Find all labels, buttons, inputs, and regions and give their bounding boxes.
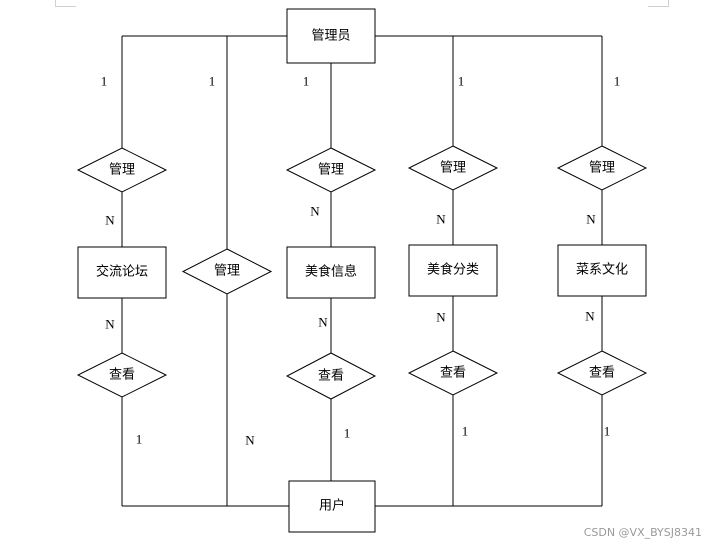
- relation-view-food-info-label: 查看: [318, 368, 344, 384]
- relation-manage-cuisine-label: 管理: [589, 161, 615, 176]
- relation-manage-food-info-label: 管理: [318, 163, 344, 178]
- entity-cuisine-label: 菜系文化: [576, 263, 628, 278]
- cardinality-label: 1: [604, 424, 611, 439]
- relation-view-food-category-diamond: [407, 350, 499, 396]
- cardinality-label: 1: [462, 424, 469, 439]
- entity-food-category-label: 美食分类: [427, 262, 479, 278]
- relation-view-cuisine-label: 查看: [589, 365, 615, 381]
- entity-cuisine-box: [557, 244, 647, 297]
- cardinality-label: N: [436, 212, 446, 227]
- page-corner-left: [55, 0, 76, 7]
- cardinality-label: N: [245, 433, 255, 448]
- page-corner-right: [648, 0, 669, 7]
- cardinality-label: N: [310, 204, 320, 219]
- cardinality-label: N: [585, 309, 595, 324]
- cardinality-label: 1: [614, 74, 621, 89]
- cardinality-label: N: [586, 212, 596, 227]
- relation-manage-food-category-label: 管理: [440, 161, 466, 176]
- relation-manage-cuisine-diamond: [556, 145, 648, 191]
- relation-manage-forum-label: 管理: [109, 163, 135, 178]
- cardinality-label: 1: [101, 74, 108, 89]
- cardinality-label: 1: [303, 74, 310, 89]
- entity-food-info-label: 美食信息: [305, 264, 357, 280]
- relation-manage-food-category-diamond: [407, 145, 499, 191]
- cardinality-label: 1: [344, 426, 351, 441]
- relation-manage-food-info-diamond: [285, 147, 377, 193]
- cardinality-label: N: [436, 310, 446, 325]
- entity-food-info-box: [286, 246, 376, 299]
- entity-admin-box: [286, 8, 376, 64]
- entity-food-category-box: [408, 244, 498, 297]
- relation-view-forum-label: 查看: [109, 367, 135, 383]
- cardinality-label: N: [318, 315, 328, 330]
- entity-forum-label: 交流论坛: [96, 264, 148, 280]
- cardinality-label: 1: [458, 74, 465, 89]
- entity-user-label: 用户: [319, 498, 345, 514]
- relation-manage-user-label: 管理: [214, 264, 240, 279]
- entity-forum-box: [77, 246, 167, 299]
- relation-view-cuisine-diamond: [556, 350, 648, 396]
- relation-manage-forum-diamond: [76, 147, 168, 193]
- entity-admin-label: 管理员: [311, 29, 350, 44]
- entity-user-box: [288, 480, 376, 533]
- connector-lines: [121, 35, 603, 507]
- relation-view-food-category-label: 查看: [440, 365, 466, 381]
- cardinality-label: 1: [209, 74, 216, 89]
- relation-view-forum-diamond: [76, 352, 168, 398]
- cardinality-label: N: [105, 213, 115, 228]
- cardinality-label: N: [105, 317, 115, 332]
- relation-manage-user-diamond: [181, 248, 273, 295]
- relation-view-food-info-diamond: [285, 352, 377, 400]
- watermark: CSDN @VX_BYSJ8341: [583, 526, 702, 539]
- cardinality-label: 1: [136, 432, 143, 447]
